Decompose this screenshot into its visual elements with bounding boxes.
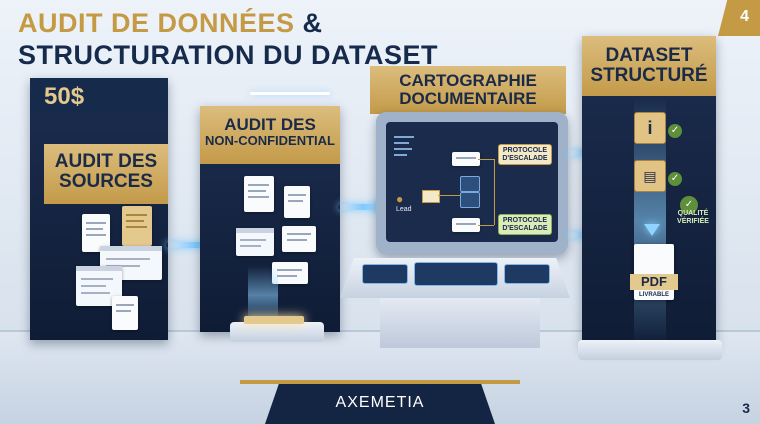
flow-line [478,225,494,226]
step2-label-line2: NON-CONFIDENTIAL [205,132,335,148]
footer-bar [265,384,495,424]
step4-label-line1: DATASET [605,45,693,66]
document-icon [284,186,310,218]
protocol-bottom-line1: PROTOCOLE [502,217,548,224]
page-title-line1: AUDIT DE DONNÉES & [18,8,323,39]
quality-line1: QUALITÉ [677,210,709,217]
document-icon [112,296,138,330]
console-base [380,298,540,348]
price-tag: 50$ [44,83,85,110]
data-node-icon [460,192,480,208]
quality-line2: VÉRIFIÉE [677,218,709,226]
flow-line [494,159,495,225]
document-icon: ▤ [634,160,666,192]
light-beam [248,266,278,324]
flow-line [438,195,460,196]
protocol-box-bottom: PROTOCOLE D'ESCALADE [498,214,552,236]
step3-label-line1: CARTOGRAPHIE [399,71,537,90]
window-icon [236,228,274,256]
page-number: 3 [742,400,750,416]
title-gold-text: AUDIT DE DONNÉES [18,8,295,38]
document-icon [244,176,274,212]
step1-label-line2: SOURCES [59,170,153,192]
console-screen [362,264,408,284]
step4-label-line2: STRUCTURÉ [590,64,708,86]
protocol-box-top: PROTOCOLE D'ESCALADE [498,144,552,166]
pedestal [230,322,324,342]
monitor-screen: ● Lead PROTOCOLE D'ESCALADE PROTOCOLE D'… [386,122,558,242]
price-banner: 50$ [30,78,168,114]
document-icon [122,206,152,246]
data-node-icon [460,176,480,192]
pdf-icon: PDF LIVRABLE [630,244,678,300]
footer-accent [240,380,520,384]
arrow-down-icon [644,224,660,236]
step2-label-line1: AUDIT DES [224,115,316,134]
quality-label: QUALITÉ VÉRIFIÉE [670,210,716,226]
step3-label-line2: DOCUMENTAIRE [399,88,537,108]
step1-label-line1: AUDIT DES [54,151,158,172]
check-icon: ✓ [668,172,682,186]
quality-badge-icon: ✓ [680,196,698,214]
slide-badge-number: 4 [740,8,749,25]
envelope-icon [422,190,440,203]
protocol-top-line2: D'ESCALADE [502,154,548,162]
flow-arrow [338,204,380,210]
flow-arrow [166,242,216,248]
page-title-line2: STRUCTURATION DU DATASET [18,40,438,70]
console-screen [414,262,498,286]
protocol-bottom-line2: D'ESCALADE [502,224,548,232]
document-icon [272,262,308,284]
pedestal [578,340,722,360]
glowing-plate [244,316,304,324]
info-icon: i [634,112,666,144]
person-icon: ● [396,192,404,206]
slide-badge: 4 [718,0,760,36]
step1-banner: AUDIT DES SOURCES [44,144,168,204]
flow-line [478,159,494,160]
screen-sidebar [394,132,416,186]
document-icon [282,226,316,252]
step2-banner: AUDIT DES NON-CONFIDENTIAL [200,106,340,164]
title-ampersand: & [302,8,323,38]
step3-banner: CARTOGRAPHIE DOCUMENTAIRE [370,66,566,114]
deliverable-label: LIVRABLE [639,292,669,298]
document-icon [452,218,480,232]
ceiling-light [250,92,330,95]
document-icon [82,214,110,252]
lead-label: Lead [396,206,412,213]
check-icon: ✓ [668,124,682,138]
document-icon [452,152,480,166]
brand-logo: AXEMETIA [335,394,425,411]
pdf-format: PDF [630,274,678,290]
step4-banner: DATASET STRUCTURÉ [582,36,716,96]
protocol-top-line1: PROTOCOLE [502,147,548,154]
console-screen [504,264,550,284]
